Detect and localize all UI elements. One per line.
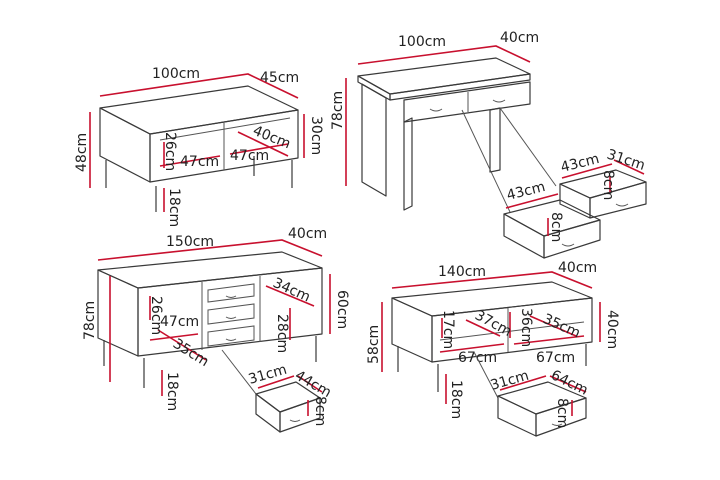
- coffee-table-width-label: 100cm: [152, 66, 200, 82]
- desk-top: [357, 57, 531, 95]
- desk: 100cm 40cm 78cm 43cm 8cm 43cm 31cm 8cm: [330, 30, 647, 259]
- desk-drawer-right-height-label: 8cm: [600, 170, 616, 200]
- coffee-table-width-line: [99, 73, 299, 99]
- tv-bench-small: 140cm 40cm 58cm 40cm 17cm 37cm 36cm 35cm…: [366, 260, 620, 437]
- coffee-table: 100cm 45cm 48cm 30cm 26cm 47cm 47cm 40cm…: [74, 66, 324, 227]
- tv-bench-large-cabinet-height-label: 60cm: [334, 290, 350, 329]
- tv-bench-large-width-line: [97, 239, 323, 261]
- tv-bench-large-shelf-height-label: 26cm: [148, 296, 164, 335]
- tv-bench-large-depth-label: 40cm: [288, 226, 327, 242]
- desk-width-label: 100cm: [398, 34, 446, 50]
- coffee-table-shelf-height-label: 26cm: [162, 132, 178, 171]
- desk-drawer-left-width-label: 43cm: [505, 179, 547, 204]
- desk-drawer-left: [503, 193, 601, 259]
- tv-bench-large-shelf-width-label: 47cm: [160, 314, 199, 330]
- desk-drawer-front: [403, 81, 531, 123]
- desk-height-label: 78cm: [330, 91, 346, 130]
- coffee-table-inner-height-label: 30cm: [308, 116, 324, 155]
- tv-bench-large-shelf-depth-label: 35cm: [170, 336, 212, 370]
- tv-bench-small-width-label: 140cm: [438, 264, 486, 280]
- tv-bench-small-mid-height-label: 36cm: [518, 308, 534, 347]
- tv-bench-large-width-label: 150cm: [166, 234, 214, 250]
- coffee-table-leg-height-label: 18cm: [166, 188, 182, 227]
- tv-bench-large-drawer: [255, 375, 323, 433]
- tv-bench-small-right-width-label: 67cm: [536, 350, 575, 366]
- tv-bench-large-right-depth-label: 34cm: [270, 275, 312, 306]
- tv-bench-small-drawer-width-label: 64cm: [548, 367, 590, 399]
- coffee-table-right-compartment-label: 47cm: [230, 148, 269, 164]
- tv-bench-large-height-label: 78cm: [82, 301, 98, 340]
- tv-bench-large: 150cm 40cm 78cm 60cm 26cm 47cm 35cm 34cm…: [82, 226, 350, 433]
- tv-bench-small-drawer-depth-label: 31cm: [489, 368, 531, 394]
- tv-bench-small-height-label: 58cm: [366, 325, 382, 364]
- coffee-table-depth-label: 45cm: [260, 70, 299, 86]
- desk-width-line: [357, 45, 531, 65]
- desk-drawer-left-height-label: 8cm: [548, 212, 564, 242]
- tv-bench-small-leg-height-label: 18cm: [448, 380, 464, 419]
- tv-bench-small-drawer-height-label: 8cm: [554, 398, 570, 428]
- desk-depth-label: 40cm: [500, 30, 539, 46]
- coffee-table-left-compartment-label: 47cm: [180, 154, 219, 170]
- tv-bench-large-right-height-label: 28cm: [274, 314, 290, 353]
- desk-drawer-right: [559, 159, 647, 219]
- tv-bench-small-width-line: [391, 271, 593, 289]
- tv-bench-small-depth-label: 40cm: [558, 260, 597, 276]
- tv-bench-small-right-depth-label: 35cm: [540, 311, 582, 342]
- tv-bench-small-left-height-label: 17cm: [440, 310, 456, 349]
- tv-bench-small-drawer: [497, 375, 587, 437]
- tv-bench-small-cabinet-height-label: 40cm: [604, 310, 620, 349]
- coffee-table-height-label: 48cm: [74, 133, 90, 172]
- tv-bench-large-leg-height-label: 18cm: [164, 372, 180, 411]
- tv-bench-large-drawer-height-label: 8cm: [312, 396, 328, 426]
